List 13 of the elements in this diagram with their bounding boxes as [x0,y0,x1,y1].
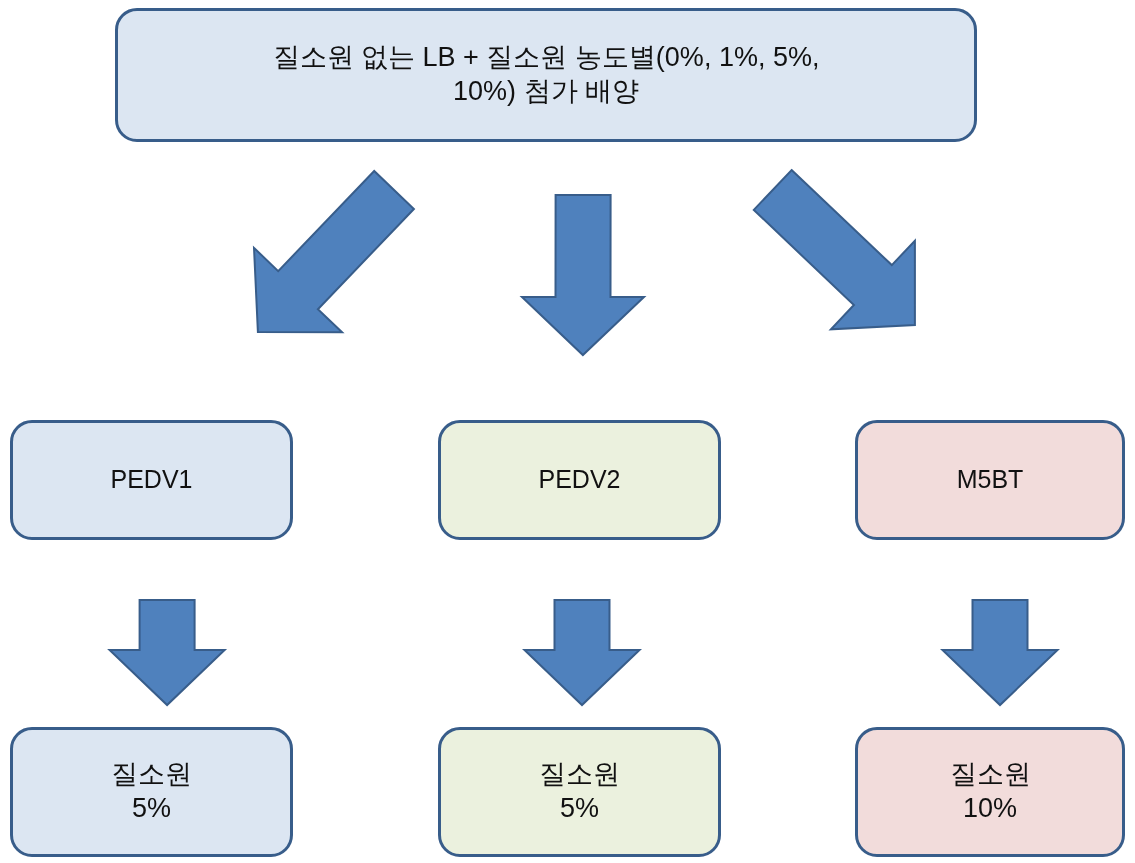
arrow [752,168,916,331]
arrow [940,599,1060,707]
arrow [519,194,647,357]
process-box: PEDV1 [10,420,293,540]
process-box: PEDV2 [438,420,721,540]
arrow [252,169,416,334]
process-box: 질소원 10% [855,727,1125,857]
arrow [107,599,228,707]
process-box: M5BT [855,420,1125,540]
process-box: 질소원 5% [438,727,721,857]
process-box: 질소원 5% [10,727,293,857]
process-box: 질소원 없는 LB + 질소원 농도별(0%, 1%, 5%, 10%) 첨가 배양 [115,8,977,142]
arrow [522,599,642,707]
